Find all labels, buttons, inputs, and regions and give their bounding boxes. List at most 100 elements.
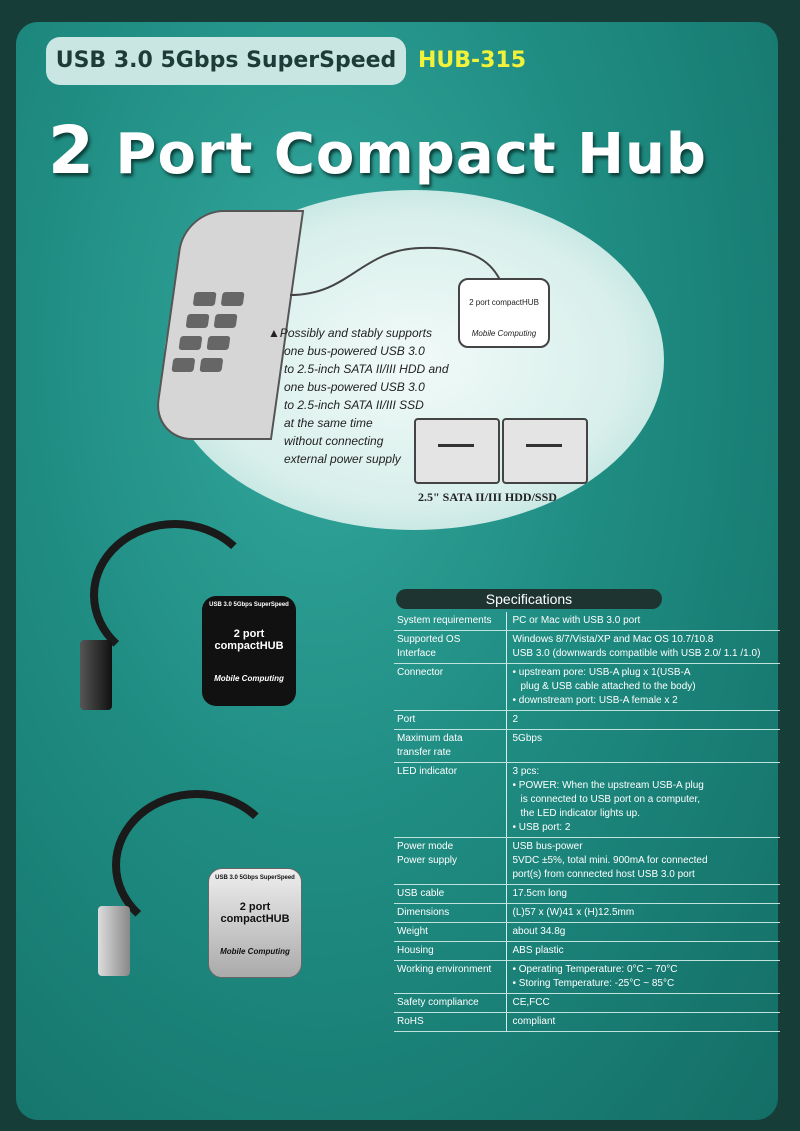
spec-label-line: USB cable [397,888,445,899]
spec-value-line: about 34.8g [512,926,566,937]
spec-value-line: POWER: When the upstream USB-A plug [513,779,779,793]
spec-value: compliant [506,1012,780,1032]
spec-value-line: 5VDC ±5%, total mini. 900mA for connecte… [512,855,708,866]
spec-row: Dimensions (L)57 x (W)41 x (H)12.5mm [394,903,780,923]
spec-row: RoHS compliant [394,1012,780,1032]
spec-value: upstream pore: USB-A plug x 1(USB-Aplug … [506,663,780,711]
spec-label: RoHS [394,1012,507,1032]
ssd-illustration [502,418,588,484]
spec-label-line: Connector [397,667,444,678]
spec-label-line: Power supply [397,855,458,866]
spec-label: Supported OS Interface [394,630,507,664]
spec-label: USB cable [394,884,507,904]
spec-value-line: is connected to USB port on a computer, [520,794,701,805]
spec-label: Port [394,710,507,730]
spec-label-line: Port [397,714,416,725]
spec-label: System requirements [394,612,507,631]
spec-label-line: Working environment [397,964,492,975]
title-number: 2 [48,112,95,189]
spec-row: System requirements PC or Mac with USB 3.… [394,612,780,631]
spec-label: Working environment [394,960,507,994]
spec-label: Weight [394,922,507,942]
silver-usb-plug [98,906,130,976]
silver-cable [112,790,282,940]
spec-value: CE,FCC [506,993,780,1013]
spec-row: Maximum data transfer rate 5Gbps [394,729,780,763]
tagline-badge: USB 3.0 5Gbps SuperSpeed [46,37,406,85]
spec-row: LED indicator 3 pcs: POWER: When the upstr… [394,762,780,838]
spec-value-line: plug & USB cable attached to the body) [520,681,696,692]
spec-value: Windows 8/7/Vista/XP and Mac OS 10.7/10.… [506,630,780,664]
spec-label-line: Supported OS [397,634,461,645]
usb-cable-line [289,246,501,296]
spec-label-line: LED indicator [397,766,458,777]
spec-value-line: ABS plastic [512,945,564,956]
spec-row: USB cable 17.5cm long [394,884,780,904]
drives-caption: 2.5" SATA II/III HDD/SSD [418,490,557,504]
spec-label: Dimensions [394,903,507,923]
spec-value-line: compliant [512,1016,556,1027]
spec-label-line: Interface [397,648,436,659]
spec-label-line: System requirements [397,615,492,626]
spec-value-line: (L)57 x (W)41 x (H)12.5mm [512,907,635,918]
black-usb-plug [80,640,112,710]
spec-value-line: Operating Temperature: 0°C ~ 70°C [513,963,779,977]
black-cable [90,520,260,670]
spec-value-line: CE,FCC [512,997,550,1008]
silver-hub-device: USB 3.0 5Gbps SuperSpeed 2 port compactH… [208,868,302,978]
spec-value-line: port(s) from connected host USB 3.0 port [512,869,695,880]
spec-value: 3 pcs: POWER: When the upstream USB-A plu… [506,762,780,838]
spec-value: USB bus-power 5VDC ±5%, total mini. 900mA… [506,837,780,885]
spec-label: Safety compliance [394,993,507,1013]
spec-label: Maximum data transfer rate [394,729,507,763]
spec-label-line: Housing [397,945,434,956]
spec-label: Housing [394,941,507,961]
spec-value: about 34.8g [506,922,780,942]
spec-value-line: Windows 8/7/Vista/XP and Mac OS 10.7/10.… [512,634,714,645]
specifications-heading: Specifications [396,589,662,609]
spec-label-line: Weight [397,926,428,937]
spec-value-line: USB 3.0 (downwards compatible with USB 2… [512,648,761,659]
spec-value-line: downstream port: USB-A female x 2 [513,694,779,708]
spec-label-line: transfer rate [397,747,451,758]
spec-row: Weight about 34.8g [394,922,780,942]
model-number: HUB-315 [418,48,527,73]
spec-value: (L)57 x (W)41 x (H)12.5mm [506,903,780,923]
spec-value: Operating Temperature: 0°C ~ 70°CStoring… [506,960,780,994]
spec-label-line: Power mode [397,841,454,852]
title-text: Port Compact Hub [94,122,707,187]
spec-row: Housing ABS plastic [394,941,780,961]
usage-note: ▲Possibly and stably supports one bus-po… [268,326,449,466]
spec-row: Supported OS Interface Windows 8/7/Vista/X… [394,630,780,664]
black-hub-device: USB 3.0 5Gbps SuperSpeed 2 port compactH… [202,596,296,706]
spec-value-line: USB port: 2 [513,821,779,835]
spec-row: Connector upstream pore: USB-A plug x 1(U… [394,663,780,711]
page-title: 2 Port Compact Hub [48,112,707,189]
spec-value-line: PC or Mac with USB 3.0 port [512,615,641,626]
spec-row: Working environment Operating Temperature… [394,960,780,994]
spec-value: ABS plastic [506,941,780,961]
hdd-illustration [414,418,500,484]
spec-value: PC or Mac with USB 3.0 port [506,612,780,631]
spec-label: Connector [394,663,507,711]
specifications-table: System requirements PC or Mac with USB 3.… [394,612,780,1032]
spec-value: 5Gbps [506,729,780,763]
spec-label-line: RoHS [397,1016,424,1027]
spec-label-line: Safety compliance [397,997,479,1008]
spec-label-line: Dimensions [397,907,450,918]
spec-value-line: 2 [512,714,519,725]
spec-value-line: USB bus-power [512,841,583,852]
spec-value-line: 17.5cm long [512,888,567,899]
spec-value: 2 [506,710,780,730]
spec-label-line: Maximum data [397,733,463,744]
spec-value-line: 3 pcs: [512,766,540,777]
spec-value-line: the LED indicator lights up. [520,808,641,819]
spec-value-line: upstream pore: USB-A plug x 1(USB-A [513,666,779,680]
spec-row: Port 2 [394,710,780,730]
spec-row: Safety compliance CE,FCC [394,993,780,1013]
spec-label: LED indicator [394,762,507,838]
spec-value: 17.5cm long [506,884,780,904]
